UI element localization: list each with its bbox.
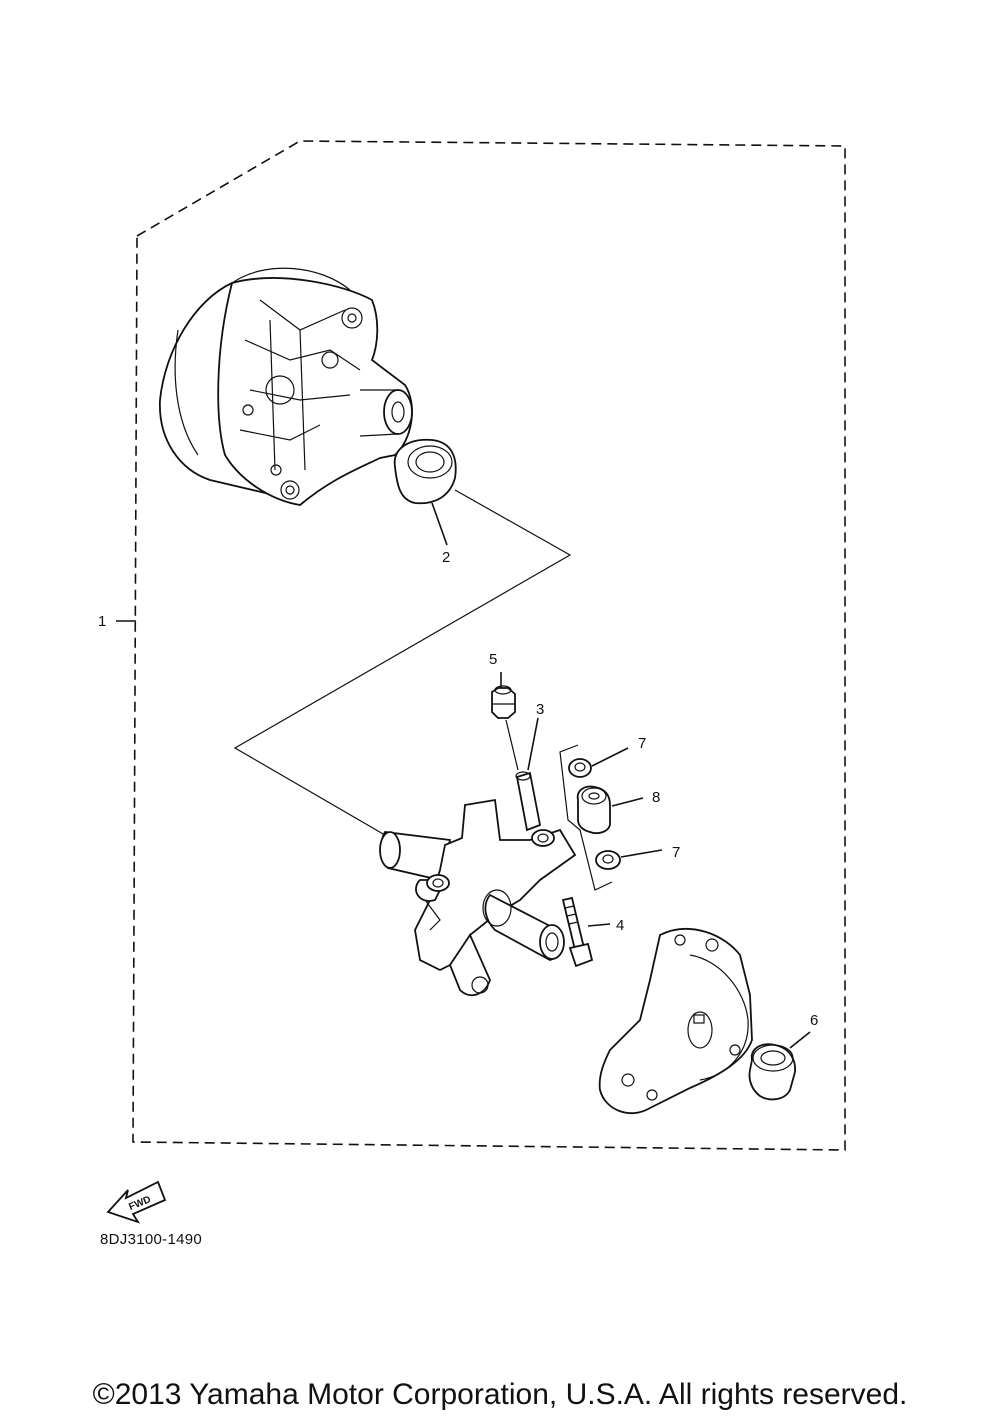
callout-6: 6 (810, 1012, 818, 1029)
bracket-7-8-7 (559, 744, 613, 891)
callout-2-leader (431, 502, 448, 546)
copyright-notice: ©2013 Yamaha Motor Corporation, U.S.A. A… (92, 1378, 908, 1411)
callout-7a: 7 (638, 735, 646, 752)
part-6-bushing (748, 1043, 796, 1101)
assembly-boundary (132, 140, 846, 1151)
callout-1: 1 (98, 613, 106, 630)
callout-6-leader (789, 1031, 811, 1049)
diagram-code: 8DJ3100-1490 (100, 1231, 203, 1248)
part-7-washer-lower (595, 850, 621, 870)
callout-7a-leader (591, 747, 629, 767)
spider-plate-drawing (598, 928, 753, 1115)
part-3-pin (515, 771, 542, 832)
part-5-cap-nut (491, 685, 516, 719)
callout-7b-leader (620, 849, 663, 858)
callout-3-leader (527, 717, 539, 771)
alignment-line (233, 489, 572, 839)
callout-8: 8 (652, 789, 660, 806)
callout-2: 2 (442, 549, 450, 566)
primary-sheave-drawing (159, 267, 413, 506)
callout-5: 5 (489, 651, 497, 668)
callout-3: 3 (536, 701, 544, 718)
part-7-washer-upper (568, 758, 592, 778)
fwd-arrow-icon: FWD (106, 1180, 167, 1224)
callout-8-leader (611, 797, 644, 807)
callout-4: 4 (616, 917, 624, 934)
part-2-bushing (393, 438, 457, 505)
callout-4-leader (587, 923, 611, 927)
callout-7b: 7 (672, 844, 680, 861)
part-8-roller (576, 785, 611, 835)
spider-drawing (379, 798, 577, 997)
part-4-bolt (561, 896, 594, 968)
pin-axis-line (505, 719, 519, 771)
